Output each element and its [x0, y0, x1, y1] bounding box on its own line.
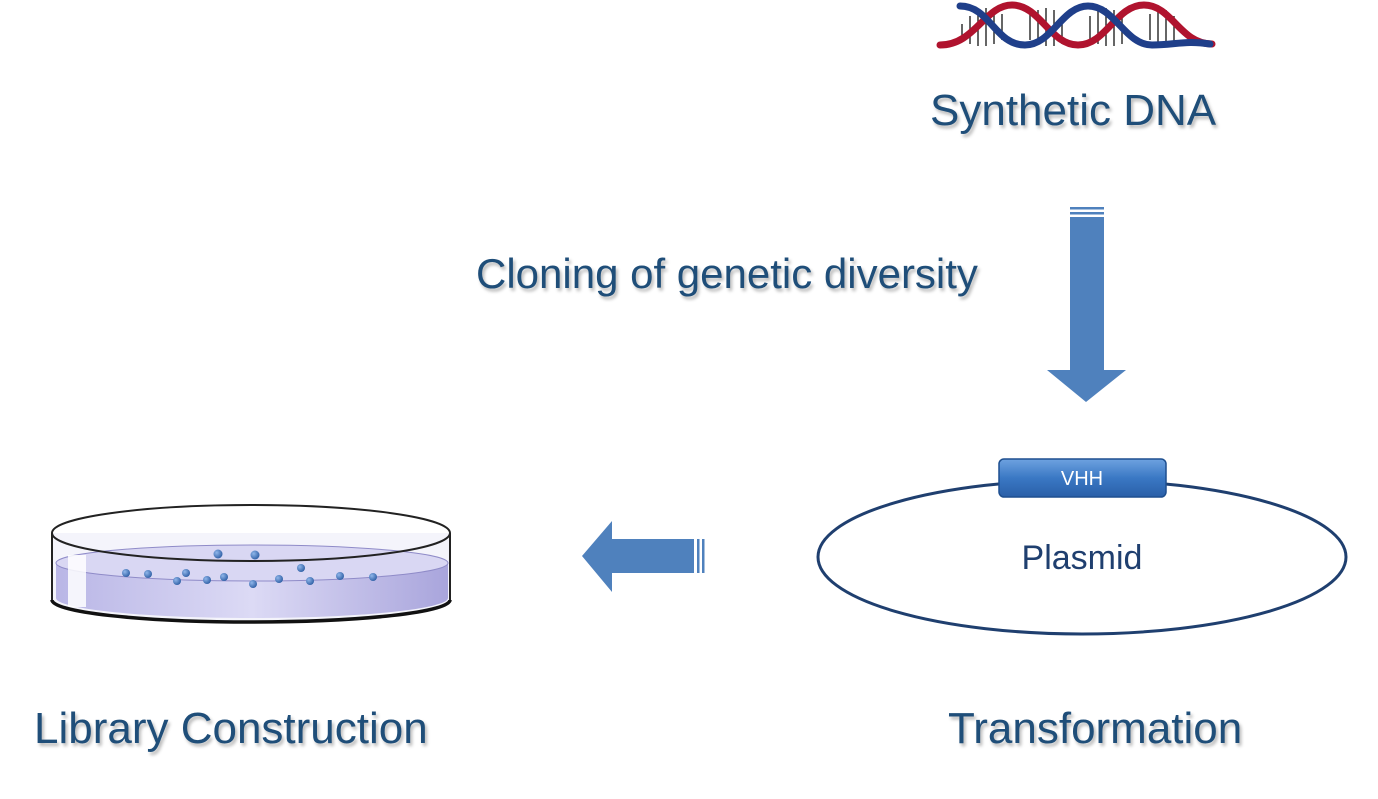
- vhh-label: VHH: [1061, 468, 1103, 490]
- vhh-insert-box: [998, 458, 1167, 498]
- bacterial-colonies: [122, 549, 377, 588]
- arrow-left-icon: [582, 521, 705, 592]
- transformation-label: Transformation: [948, 704, 1243, 753]
- plasmid-diagram: VHH Plasmid: [816, 458, 1348, 636]
- petri-dish-icon: [50, 504, 452, 624]
- arrow-down-icon: [1047, 207, 1126, 402]
- plasmid-label: Plasmid: [1022, 539, 1143, 577]
- dna-helix-icon: [936, 1, 1216, 49]
- library-construction-label: Library Construction: [34, 704, 428, 753]
- synthetic-dna-label: Synthetic DNA: [930, 86, 1217, 135]
- cloning-label: Cloning of genetic diversity: [476, 250, 978, 297]
